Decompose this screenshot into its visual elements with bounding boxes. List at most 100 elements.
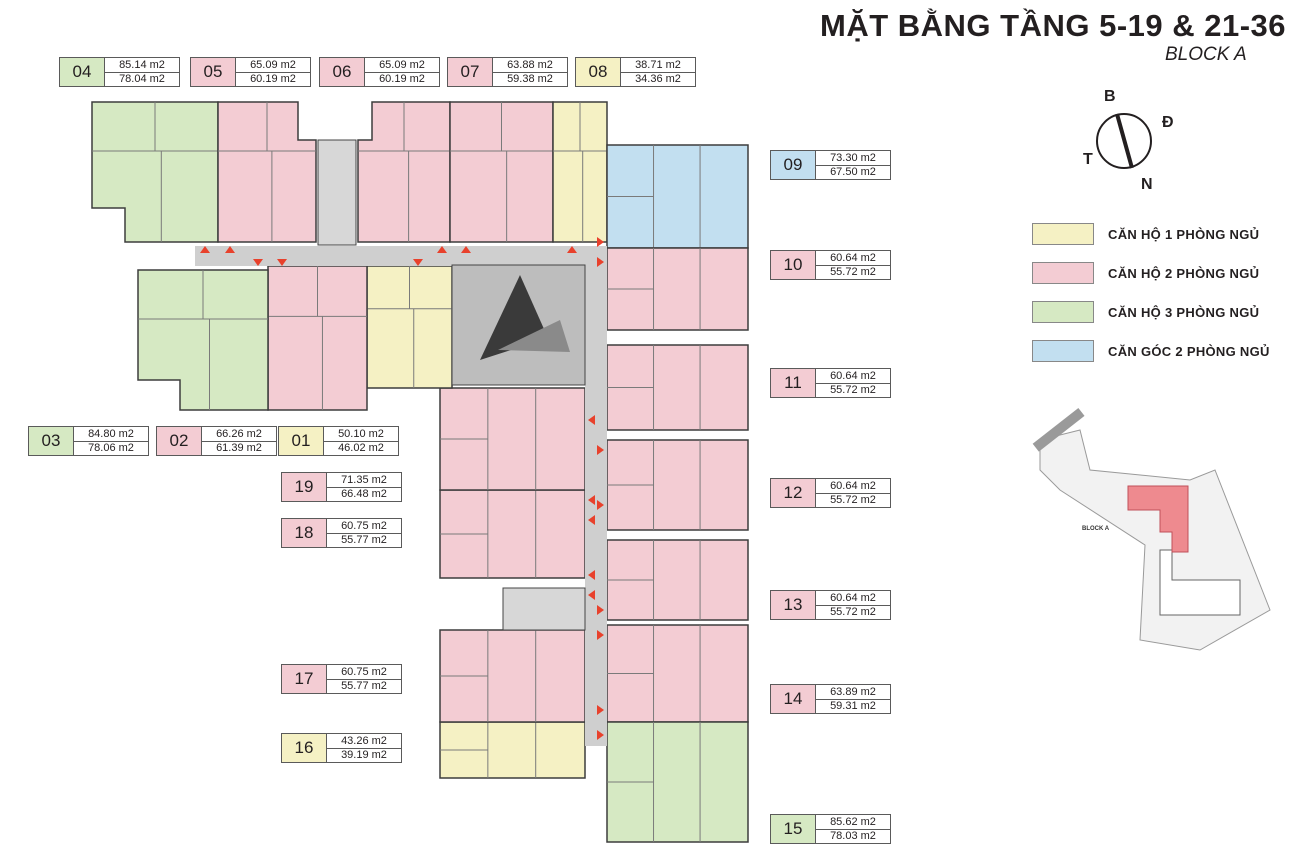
stair-top — [317, 139, 357, 246]
door-arrow — [588, 415, 595, 425]
unit-area-net: 39.19 m2 — [341, 749, 387, 762]
unit-number: 11 — [771, 369, 816, 397]
block-a-highlight — [1127, 485, 1189, 553]
unit-area-net: 59.31 m2 — [830, 700, 876, 713]
page-title: MẶT BẰNG TẦNG 5-19 & 21-36 — [820, 8, 1287, 43]
unit-block-05 — [217, 101, 317, 243]
compass-label-east: Đ — [1162, 114, 1174, 131]
door-arrows — [200, 237, 604, 740]
door-arrow — [253, 259, 263, 266]
unit-area-gross: 60.75 m2 — [327, 665, 401, 680]
unit-area-net: 55.72 m2 — [830, 384, 876, 397]
legend-label: CĂN HỘ 3 PHÒNG NGỦ — [1108, 304, 1260, 320]
door-arrow — [597, 730, 604, 740]
unit-area-gross: 60.64 m2 — [816, 591, 890, 606]
unit-area-gross: 63.89 m2 — [816, 685, 890, 700]
unit-area-net: 67.50 m2 — [830, 166, 876, 179]
unit-area-gross: 65.09 m2 — [365, 58, 439, 73]
unit-number: 19 — [282, 473, 327, 501]
door-arrow — [461, 246, 471, 253]
unit-area-net: 60.19 m2 — [250, 73, 296, 86]
unit-area-gross: 73.30 m2 — [816, 151, 890, 166]
unit-number: 17 — [282, 665, 327, 693]
legend-swatch — [1032, 301, 1094, 323]
legend-label: CĂN HỘ 2 PHÒNG NGỦ — [1108, 265, 1260, 281]
unit-number: 02 — [157, 427, 202, 455]
unit-area-net: 66.48 m2 — [341, 488, 387, 501]
door-arrow — [597, 445, 604, 455]
locator-arrow — [1032, 408, 1085, 452]
corridor-horizontal — [195, 246, 605, 266]
unit-number: 07 — [448, 58, 493, 86]
unit-number: 01 — [279, 427, 324, 455]
door-arrow — [597, 500, 604, 510]
unit-area-net: 55.77 m2 — [341, 680, 387, 693]
unit-area-gross: 43.26 m2 — [327, 734, 401, 749]
legend-item-one-bed: CĂN HỘ 1 PHÒNG NGỦ — [1032, 222, 1272, 246]
unit-area-gross: 71.35 m2 — [327, 473, 401, 488]
unit-number: 06 — [320, 58, 365, 86]
compass-label-north: B — [1104, 88, 1116, 105]
door-arrow — [200, 246, 210, 253]
legend-swatch — [1032, 223, 1094, 245]
unit-area-net: 78.03 m2 — [830, 830, 876, 843]
unit-number: 09 — [771, 151, 816, 179]
corridor-vertical — [585, 246, 607, 746]
unit-number: 08 — [576, 58, 621, 86]
legend-label: CĂN HỘ 1 PHÒNG NGỦ — [1108, 226, 1260, 242]
unit-area-net: 55.72 m2 — [830, 266, 876, 279]
unit-area-gross: 60.75 m2 — [327, 519, 401, 534]
door-arrow — [588, 570, 595, 580]
unit-area-net: 61.39 m2 — [216, 442, 262, 455]
unit-area-gross: 85.14 m2 — [105, 58, 179, 73]
unit-number: 04 — [60, 58, 105, 86]
compass-needle — [1115, 113, 1134, 169]
door-arrow — [413, 259, 423, 266]
unit-number: 05 — [191, 58, 236, 86]
unit-area-gross: 65.09 m2 — [236, 58, 310, 73]
unit-number: 03 — [29, 427, 74, 455]
site-boundary — [1039, 429, 1271, 651]
legend-label: CĂN GÓC 2 PHÒNG NGỦ — [1108, 343, 1270, 359]
unit-number: 18 — [282, 519, 327, 547]
locator-block-label: BLOCK A — [1082, 526, 1110, 532]
unit-area-net: 55.72 m2 — [830, 606, 876, 619]
legend-swatch — [1032, 262, 1094, 284]
unit-number: 15 — [771, 815, 816, 843]
unit-area-gross: 85.62 m2 — [816, 815, 890, 830]
door-arrow — [597, 605, 604, 615]
legend-item-three-bed: CĂN HỘ 3 PHÒNG NGỦ — [1032, 300, 1272, 324]
unit-area-gross: 50.10 m2 — [324, 427, 398, 442]
unit-area-gross: 38.71 m2 — [621, 58, 695, 73]
unit-area-net: 59.38 m2 — [507, 73, 553, 86]
door-arrow — [437, 246, 447, 253]
unit-area-net: 78.06 m2 — [88, 442, 134, 455]
unit-number: 14 — [771, 685, 816, 713]
